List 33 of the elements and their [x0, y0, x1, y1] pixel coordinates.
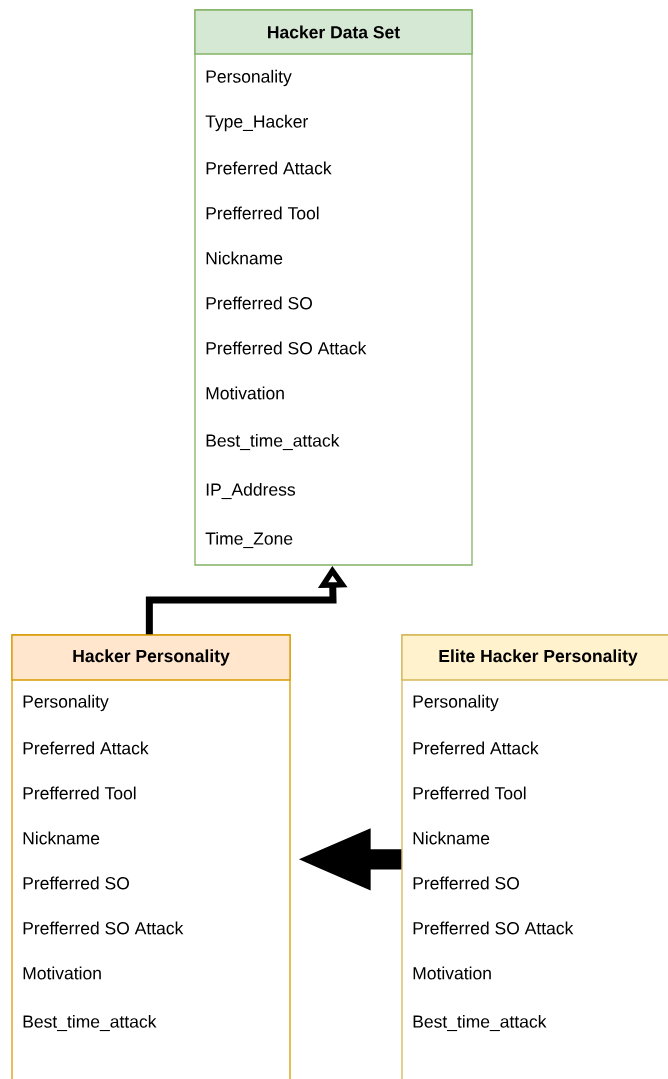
field-label: Best_time_attack — [206, 433, 340, 451]
field-label: Prefferred SO Attack — [206, 341, 367, 355]
field-label: Best_time_attack — [23, 1014, 157, 1032]
field-label: Prefferred Tool — [206, 206, 319, 220]
field-label: Personality — [206, 69, 292, 87]
field-label: Motivation — [206, 386, 284, 400]
class-box — [401, 634, 668, 1079]
field-label: Nickname — [206, 251, 283, 265]
field-label: Prefferred Tool — [23, 786, 136, 800]
field-label: Time_Zone — [205, 531, 293, 549]
class-header: Elite Hacker Personality — [401, 634, 668, 681]
class-header: Hacker Personality — [11, 634, 291, 681]
field-label: Type_Hacker — [205, 114, 308, 132]
field-label: Nickname — [23, 831, 100, 845]
field-label: Preferred Attack — [413, 741, 539, 755]
class-header: Hacker Data Set — [194, 9, 473, 55]
field-label: Nickname — [413, 831, 490, 845]
field-label: Preferred Attack — [23, 741, 149, 755]
class-box — [11, 634, 291, 1079]
field-label: Preferred Attack — [206, 161, 332, 175]
field-label: Prefferred SO — [206, 296, 312, 310]
field-label: Prefferred SO — [23, 876, 129, 890]
field-label: Personality — [23, 694, 109, 712]
field-label: Prefferred Tool — [413, 786, 526, 800]
field-label: Personality — [413, 694, 499, 712]
field-label: IP_Address — [206, 482, 296, 500]
field-label: Motivation — [23, 966, 101, 980]
class-box — [194, 9, 473, 566]
field-label: Motivation — [413, 966, 491, 980]
field-label: Best_time_attack — [413, 1014, 547, 1032]
field-label: Prefferred SO — [413, 876, 519, 890]
field-label: Prefferred SO Attack — [23, 921, 184, 935]
field-label: Prefferred SO Attack — [413, 921, 574, 935]
